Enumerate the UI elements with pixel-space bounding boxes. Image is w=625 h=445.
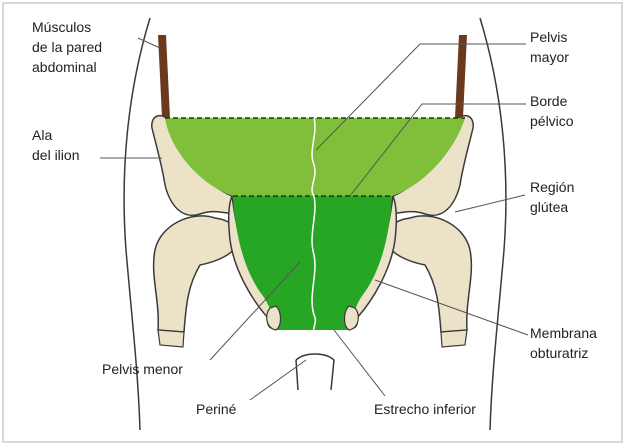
femur-shaft-right — [441, 330, 467, 347]
label-membrana-1: Membrana — [530, 325, 597, 341]
label-perine: Periné — [196, 401, 237, 417]
label-musculos-3: abdominal — [32, 59, 97, 75]
label-borde-1: Borde — [530, 93, 568, 109]
label-musculos-1: Músculos — [32, 19, 91, 35]
label-musculos-2: de la pared — [32, 39, 102, 55]
label-pelvis-menor: Pelvis menor — [102, 361, 183, 377]
label-membrana-2: obturatriz — [530, 345, 588, 361]
femur-shaft-left — [158, 330, 184, 347]
label-pelvis-mayor-1: Pelvis — [530, 29, 567, 45]
label-borde-2: pélvico — [530, 113, 574, 129]
label-estrecho: Estrecho inferior — [374, 401, 476, 417]
label-region-2: glútea — [530, 199, 568, 215]
label-pelvis-mayor-2: mayor — [530, 49, 569, 65]
label-ala-2: del ilion — [32, 147, 79, 163]
label-region-1: Región — [530, 179, 574, 195]
label-ala-1: Ala — [32, 127, 52, 143]
